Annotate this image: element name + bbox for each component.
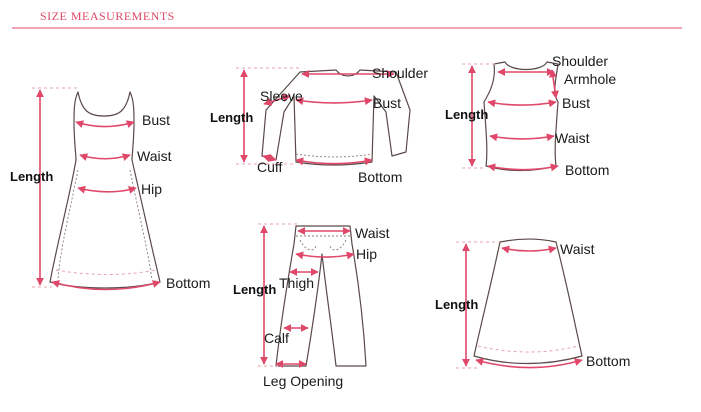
top-shoulder-label: Shoulder [372, 65, 428, 81]
top-diagram: Shoulder Sleeve Length Bust Cuff Bottom [210, 65, 428, 185]
vest-bust-label: Bust [562, 95, 590, 111]
top-bottom-label: Bottom [358, 169, 402, 185]
top-sleeve-arrow [263, 94, 291, 106]
dress-waist-label: Waist [137, 148, 172, 164]
skirt-diagram: Waist Length Bottom [435, 238, 630, 369]
pants-waist-label: Waist [355, 225, 390, 241]
dress-seam-right [129, 169, 153, 281]
skirt-length-label: Length [435, 297, 478, 312]
pants-pocket-left [299, 239, 317, 251]
vest-bust-arrow [487, 99, 557, 108]
header-title: SIZE MEASUREMENTS [40, 9, 175, 23]
skirt-waist-label: Waist [560, 241, 595, 257]
vest-bottom-arrow [487, 163, 559, 172]
vest-outline [483, 61, 559, 172]
vest-shoulder-label: Shoulder [552, 53, 608, 69]
vest-armhole-label: Armhole [564, 71, 616, 87]
top-hem-seam [295, 153, 373, 158]
dress-seam-left [57, 169, 79, 281]
pants-diagram: Waist Hip Length Thigh Calf Leg Opening [233, 223, 390, 389]
pants-outline [275, 225, 367, 367]
pants-hip-arrow [295, 251, 355, 260]
dress-outline [49, 91, 161, 289]
dress-length-label: Length [10, 169, 53, 184]
vest-bottom-label: Bottom [565, 162, 609, 178]
dress-bust-arrow [75, 120, 135, 128]
dress-bottom-arrow [51, 280, 161, 291]
vest-diagram: Shoulder Armhole Length Bust Waist Botto… [445, 53, 616, 178]
vest-length-label: Length [445, 107, 488, 122]
dress-diagram: Bust Waist Hip Length Bottom [10, 87, 210, 291]
top-sleeve-label: Sleeve [260, 88, 303, 104]
dress-hem-dash [55, 269, 157, 275]
vest-armhole-arrow [549, 69, 559, 99]
dress-hip-label: Hip [141, 181, 162, 197]
skirt-bottom-arrow [475, 358, 583, 369]
dress-bottom-label: Bottom [166, 275, 210, 291]
top-cuff-arrow [262, 154, 277, 162]
skirt-outline [473, 238, 583, 365]
top-bust-label: Bust [373, 95, 401, 111]
pants-leg-opening-label: Leg Opening [263, 373, 343, 389]
vest-waist-label: Waist [555, 130, 590, 146]
skirt-bottom-label: Bottom [586, 353, 630, 369]
top-outline [261, 69, 411, 166]
pants-pocket-right [329, 239, 347, 251]
top-cuff-label: Cuff [257, 159, 283, 175]
vest-waist-arrow [489, 133, 555, 142]
pants-hip-label: Hip [356, 246, 377, 262]
dress-waist-arrow [79, 153, 131, 161]
top-length-label: Length [210, 110, 253, 125]
pants-length-label: Length [233, 282, 276, 297]
top-bust-arrow [295, 97, 373, 106]
dress-bust-label: Bust [142, 112, 170, 128]
top-bottom-arrow [295, 157, 373, 166]
pants-thigh-label: Thigh [279, 275, 314, 291]
dress-hip-arrow [77, 185, 137, 194]
skirt-hem-dash [477, 345, 579, 353]
skirt-waist-arrow [501, 245, 557, 254]
pants-calf-label: Calf [264, 330, 289, 346]
